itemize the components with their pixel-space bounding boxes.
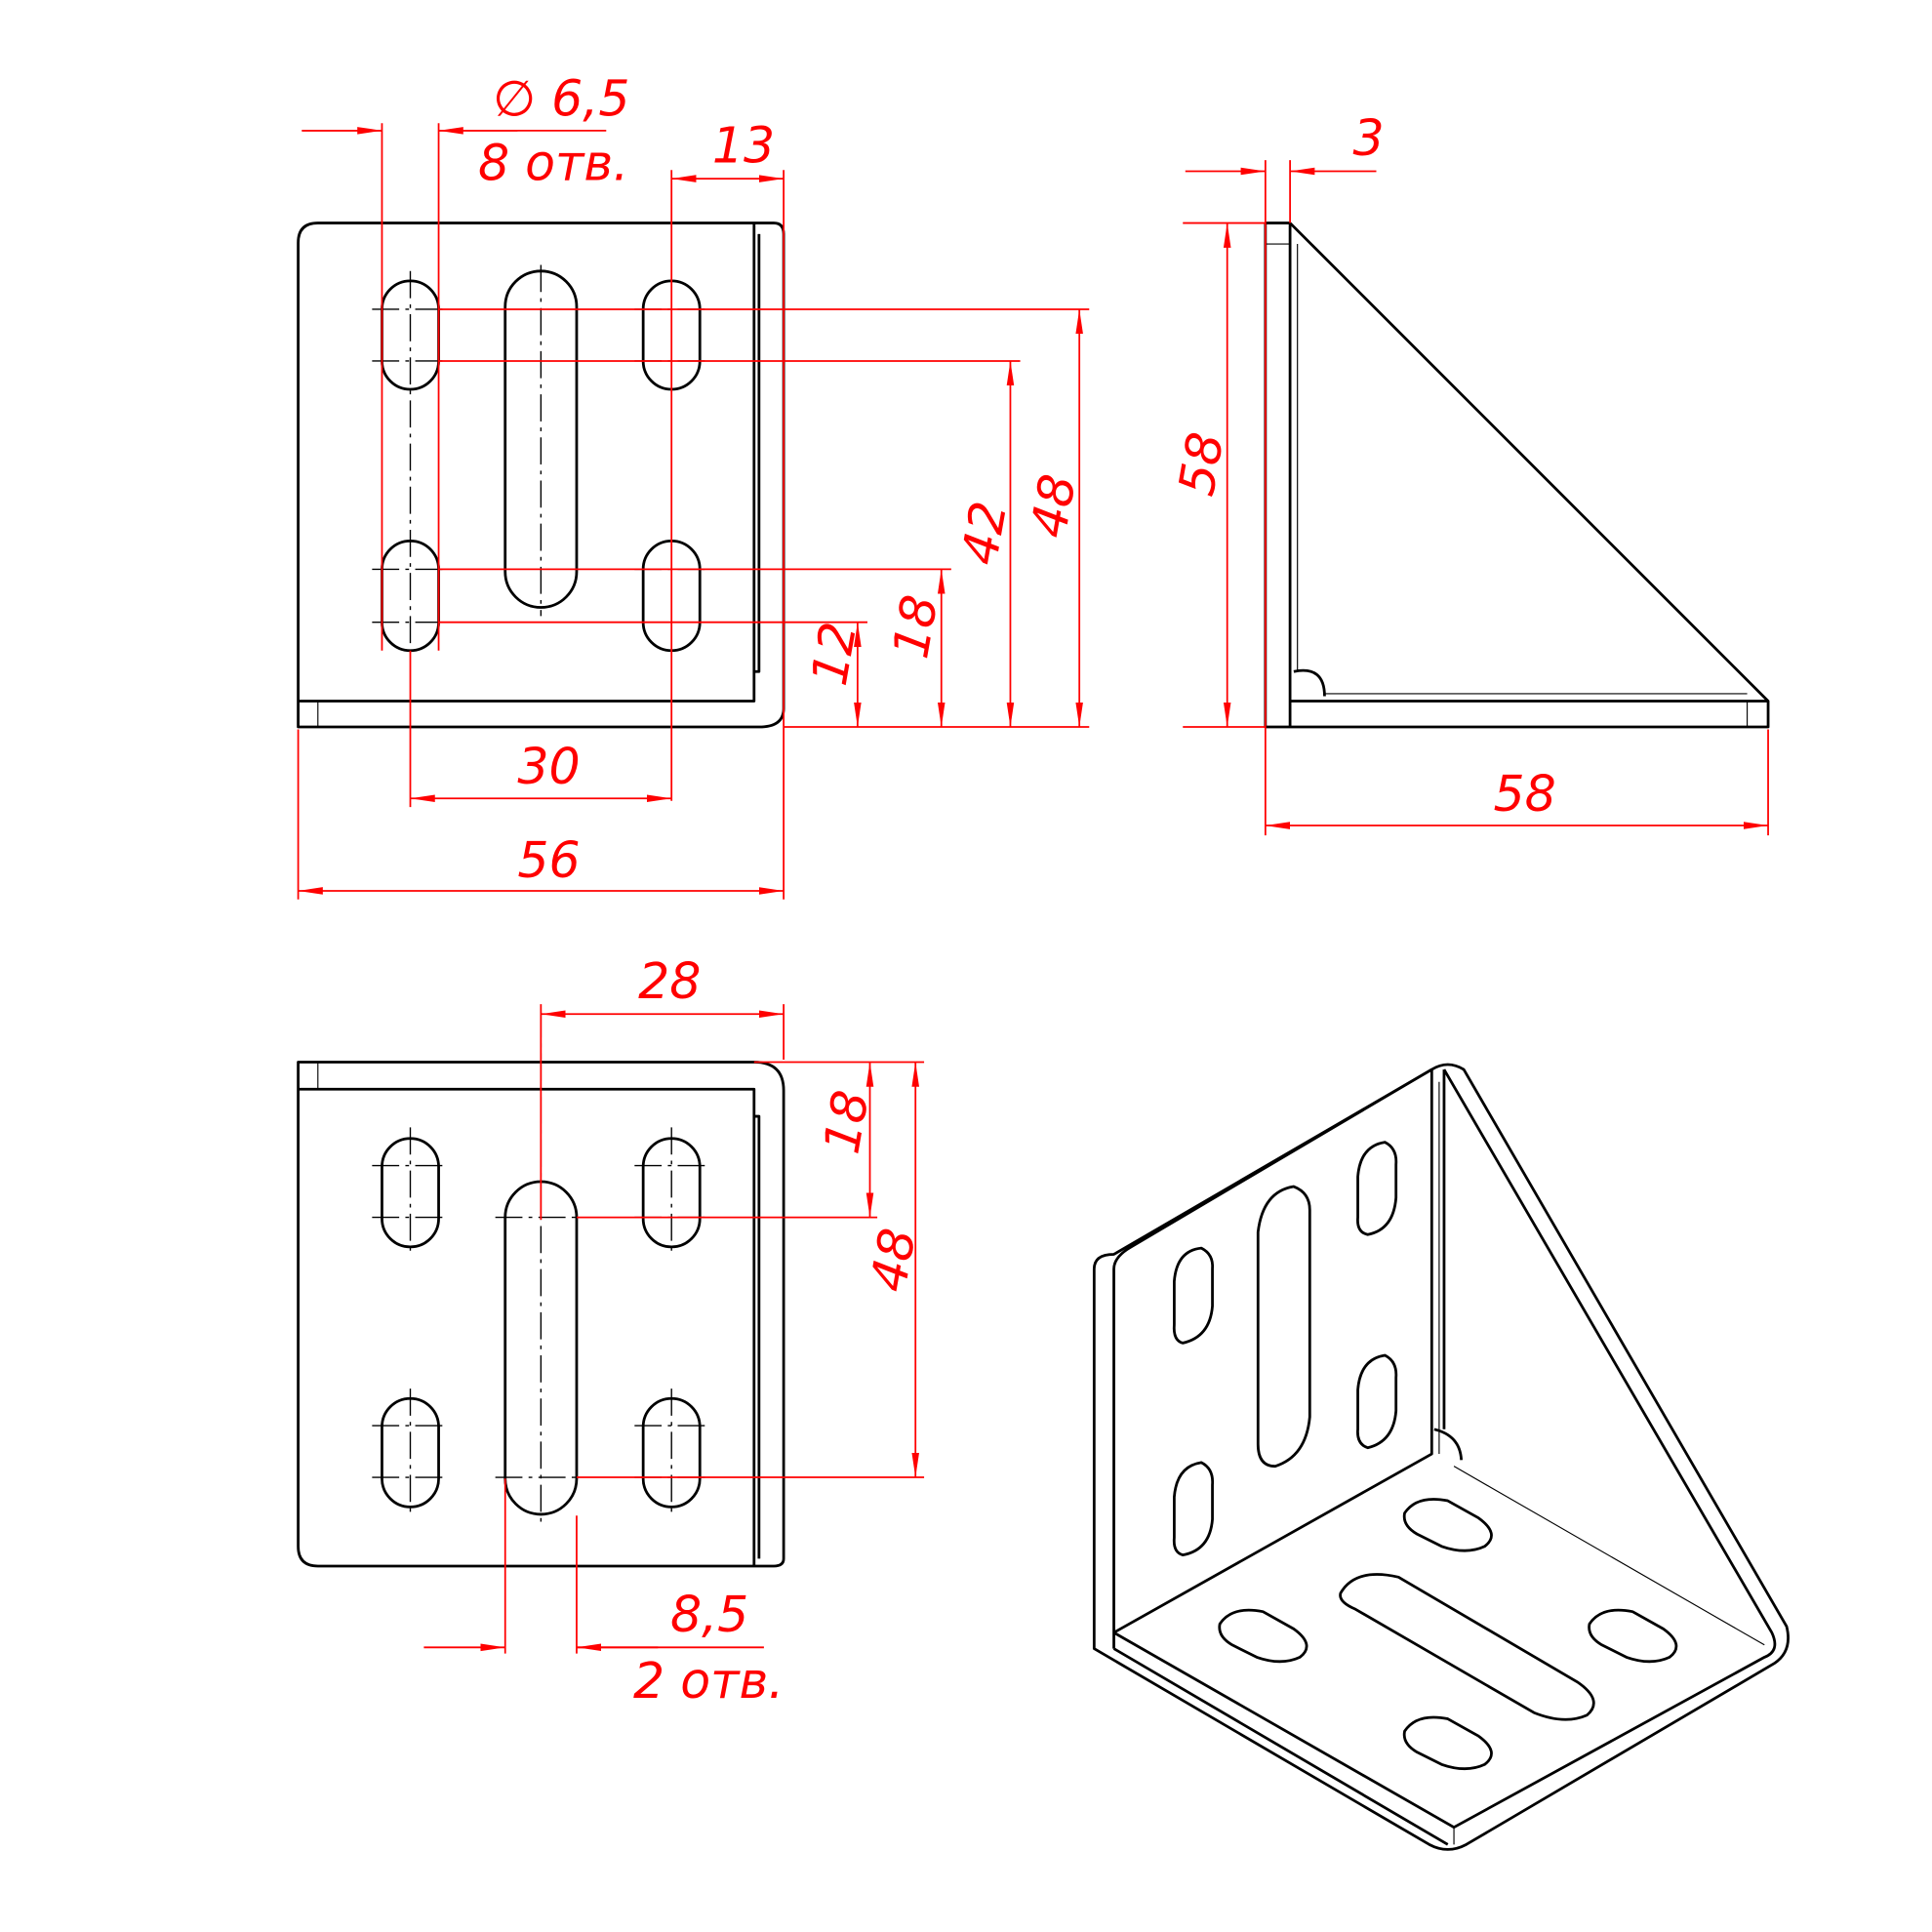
side-dimensions: 3 58 58 (1167, 109, 1769, 836)
small-slots (381, 279, 702, 653)
dim-30: 30 (517, 738, 580, 795)
dim-12: 12 (800, 618, 867, 690)
isometric-view (1092, 1063, 1790, 1851)
dim-18: 18 (881, 590, 948, 663)
side-view (1264, 221, 1770, 729)
bottom-view (297, 1010, 785, 1568)
dim-18-bottom: 18 (813, 1086, 880, 1158)
front-view (297, 221, 785, 729)
slot-width-label: 8,5 (670, 1586, 748, 1643)
slot-count-label: 2 отв. (633, 1652, 784, 1710)
dim-42: 42 (950, 497, 1018, 569)
dim-48: 48 (1020, 470, 1087, 543)
bottom-dimensions: 28 18 48 8,5 2 отв. (423, 952, 927, 1710)
dim-48-bottom: 48 (860, 1224, 927, 1296)
dim-28: 28 (638, 952, 701, 1010)
hole-count-label: 8 отв. (478, 134, 628, 191)
iso-slots (1172, 1141, 1678, 1771)
dim-58-width: 58 (1493, 765, 1555, 823)
dim-3: 3 (1353, 109, 1385, 167)
front-dimensions: ∅ 6,5 8 отв. 13 30 56 48 42 18 12 (297, 70, 1090, 900)
hole-diameter-label: ∅ 6,5 (493, 70, 629, 128)
dim-56: 56 (517, 831, 580, 889)
dim-13: 13 (712, 117, 775, 175)
dim-58-height: 58 (1167, 428, 1234, 501)
